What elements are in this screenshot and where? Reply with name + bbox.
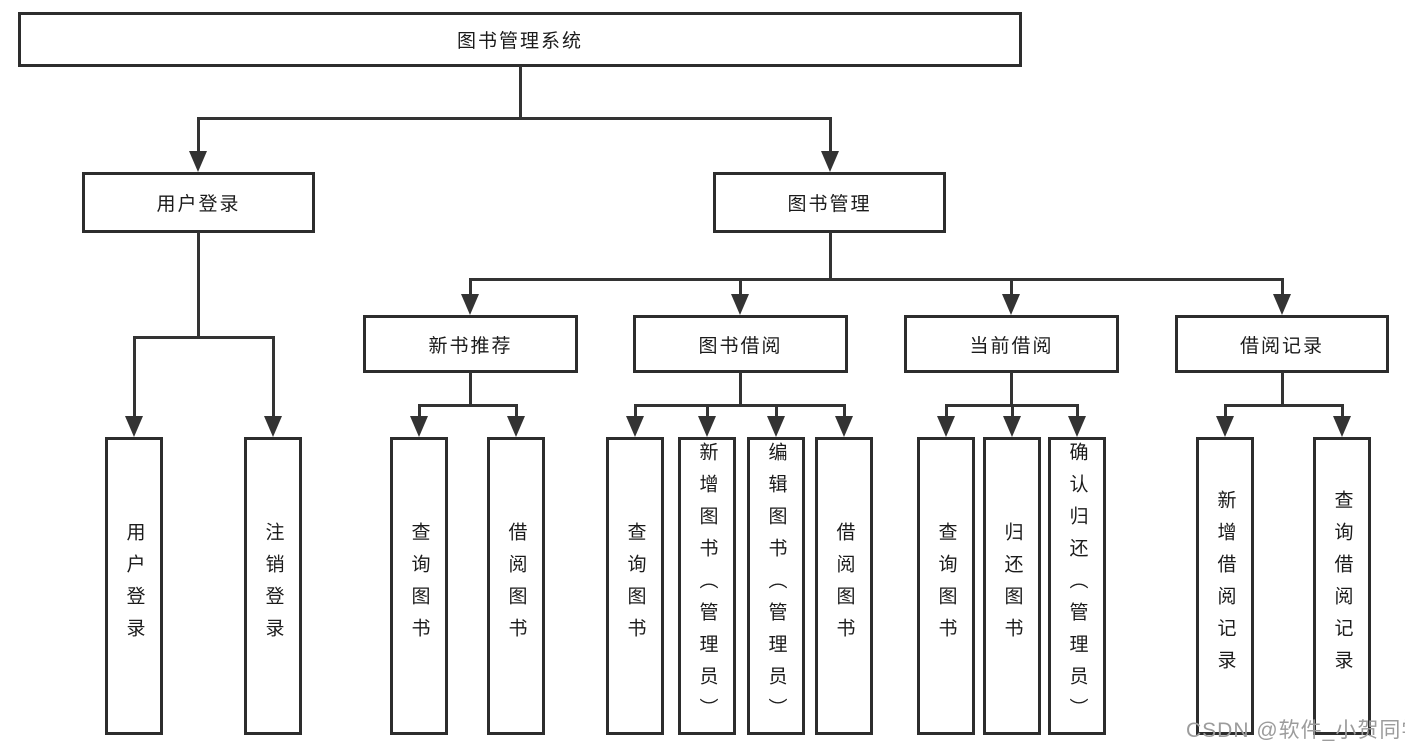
node-book-management: 图书管理 — [713, 172, 946, 233]
leaf-query-books-recommend: 查询图书 — [390, 437, 448, 735]
arrowhead-down-icon — [821, 151, 839, 172]
connector-line — [634, 404, 846, 407]
arrowhead-down-icon — [125, 416, 143, 437]
leaf-label: 借阅图书 — [505, 522, 527, 650]
leaf-label: 新增图书（管理员） — [696, 442, 718, 730]
connector-line — [1281, 372, 1284, 407]
connector-line — [739, 278, 742, 298]
connector-line — [418, 404, 518, 407]
leaf-query-books-borrowing: 查询图书 — [606, 437, 664, 735]
node-library-management-system: 图书管理系统 — [18, 12, 1022, 67]
arrowhead-down-icon — [1003, 416, 1021, 437]
connector-line — [272, 336, 275, 420]
arrowhead-down-icon — [1002, 294, 1020, 315]
arrowhead-down-icon — [937, 416, 955, 437]
connector-line — [775, 404, 778, 420]
connector-line — [469, 372, 472, 407]
node-borrowing-records: 借阅记录 — [1175, 315, 1389, 373]
leaf-label: 查询图书 — [935, 522, 957, 650]
connector-line — [469, 278, 472, 298]
connector-line — [197, 117, 200, 155]
leaf-label: 用户登录 — [123, 522, 145, 650]
leaf-label: 借阅图书 — [833, 522, 855, 650]
connector-line — [706, 404, 709, 420]
connector-line — [634, 404, 637, 420]
node-label: 新书推荐 — [428, 335, 513, 357]
connector-line — [1224, 404, 1344, 407]
leaf-label: 归还图书 — [1001, 522, 1023, 650]
connector-line — [945, 404, 948, 420]
leaf-label: 注销登录 — [262, 522, 284, 650]
arrowhead-down-icon — [835, 416, 853, 437]
arrowhead-down-icon — [767, 416, 785, 437]
leaf-borrow-books: 借阅图书 — [815, 437, 873, 735]
connector-line — [1341, 404, 1344, 420]
arrowhead-down-icon — [1273, 294, 1291, 315]
leaf-label: 新增借阅记录 — [1214, 490, 1236, 682]
leaf-label: 查询借阅记录 — [1331, 490, 1353, 682]
connector-line — [133, 336, 136, 420]
node-label: 借阅记录 — [1239, 335, 1324, 357]
connector-line — [1010, 278, 1013, 298]
connector-line — [197, 232, 200, 339]
arrowhead-down-icon — [1068, 416, 1086, 437]
node-book-borrowing: 图书借阅 — [633, 315, 848, 373]
leaf-label: 编辑图书（管理员） — [765, 442, 787, 730]
node-label: 图书借阅 — [698, 335, 783, 357]
leaf-add-borrow-record: 新增借阅记录 — [1196, 437, 1254, 735]
leaf-return-books: 归还图书 — [983, 437, 1041, 735]
node-user-login: 用户登录 — [82, 172, 315, 233]
node-new-book-recommendation: 新书推荐 — [363, 315, 578, 373]
connector-line — [829, 117, 832, 155]
leaf-logout: 注销登录 — [244, 437, 302, 735]
connector-line — [1076, 404, 1079, 420]
arrowhead-down-icon — [731, 294, 749, 315]
connector-line — [1281, 278, 1284, 298]
arrowhead-down-icon — [264, 416, 282, 437]
connector-line — [1010, 372, 1013, 407]
leaf-label: 查询图书 — [408, 522, 430, 650]
connector-line — [197, 117, 832, 120]
node-label: 当前借阅 — [969, 335, 1054, 357]
connector-line — [515, 404, 518, 420]
connector-line — [739, 372, 742, 407]
leaf-label: 查询图书 — [624, 522, 646, 650]
leaf-confirm-return-admin: 确认归还（管理员） — [1048, 437, 1106, 735]
connector-line — [519, 66, 522, 119]
leaf-label: 确认归还（管理员） — [1066, 442, 1088, 730]
leaf-query-books-current: 查询图书 — [917, 437, 975, 735]
leaf-borrow-books-recommend: 借阅图书 — [487, 437, 545, 735]
leaf-add-books-admin: 新增图书（管理员） — [678, 437, 736, 735]
arrowhead-down-icon — [461, 294, 479, 315]
arrowhead-down-icon — [698, 416, 716, 437]
node-current-borrowing: 当前借阅 — [904, 315, 1119, 373]
arrowhead-down-icon — [507, 416, 525, 437]
leaf-user-login: 用户登录 — [105, 437, 163, 735]
watermark-text: CSDN @软件_小贺同学 — [1186, 719, 1405, 742]
node-label: 图书管理 — [787, 194, 872, 215]
connector-line — [418, 404, 421, 420]
connector-line — [1224, 404, 1227, 420]
node-label: 图书管理系统 — [456, 31, 583, 52]
connector-line — [829, 232, 832, 281]
connector-line — [469, 278, 1284, 281]
arrowhead-down-icon — [626, 416, 644, 437]
node-label: 用户登录 — [156, 194, 241, 215]
arrowhead-down-icon — [410, 416, 428, 437]
connector-line — [133, 336, 275, 339]
arrowhead-down-icon — [1216, 416, 1234, 437]
connector-line — [843, 404, 846, 420]
leaf-edit-books-admin: 编辑图书（管理员） — [747, 437, 805, 735]
connector-line — [1011, 404, 1014, 420]
arrowhead-down-icon — [189, 151, 207, 172]
arrowhead-down-icon — [1333, 416, 1351, 437]
leaf-query-borrow-record: 查询借阅记录 — [1313, 437, 1371, 735]
